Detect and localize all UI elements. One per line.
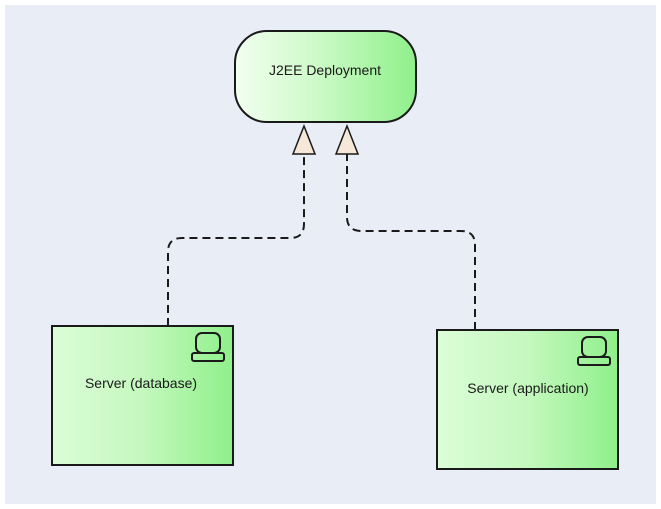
node-label-server-database: Server (database) bbox=[85, 375, 197, 391]
node-server-database[interactable]: Server (database) bbox=[51, 325, 234, 466]
device-icon bbox=[191, 332, 225, 362]
dependency-edge-database[interactable] bbox=[167, 154, 305, 326]
dependency-edge-application[interactable] bbox=[346, 154, 476, 330]
arrowhead-application bbox=[334, 123, 360, 155]
node-j2ee-deployment[interactable]: J2EE Deployment bbox=[234, 30, 417, 123]
arrowhead-database bbox=[291, 123, 317, 155]
node-label-server-application: Server (application) bbox=[467, 380, 588, 396]
device-icon bbox=[577, 336, 611, 366]
node-server-application[interactable]: Server (application) bbox=[436, 329, 619, 470]
node-label-deployment: J2EE Deployment bbox=[269, 62, 381, 78]
